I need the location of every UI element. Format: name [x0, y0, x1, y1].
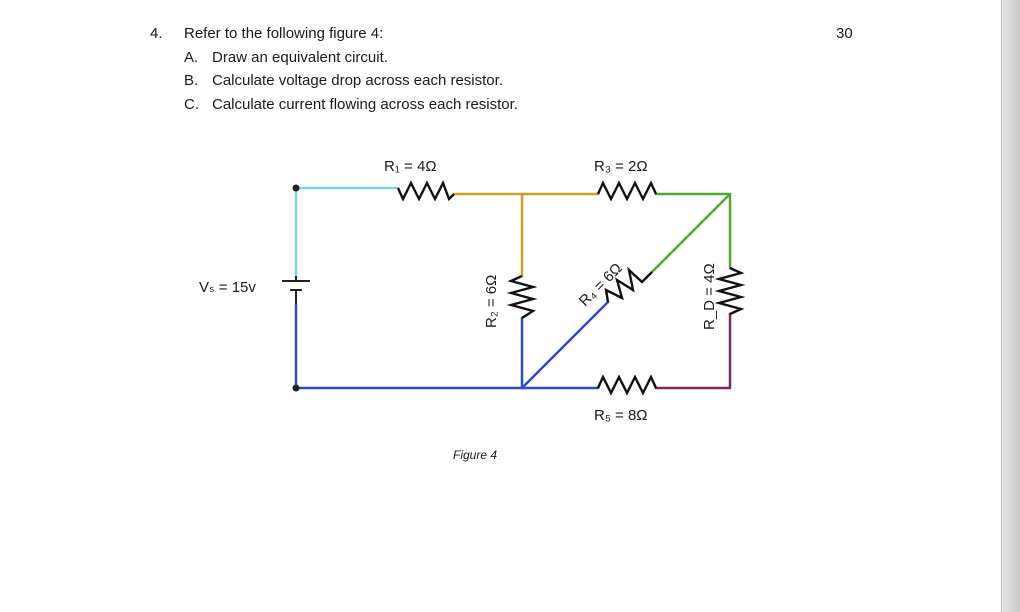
part-b: B. Calculate voltage drop across each re…: [150, 69, 518, 93]
part-a: A. Draw an equivalent circuit.: [150, 46, 518, 70]
resistor-r4: [604, 266, 653, 303]
resistor-r1: [396, 180, 455, 202]
question-number: 4.: [150, 25, 163, 42]
label-r3: R₃ = 2Ω: [594, 158, 648, 175]
part-b-letter: B.: [184, 72, 199, 89]
question-line: 4. Refer to the following figure 4:: [150, 22, 518, 46]
resistor-r2: [506, 274, 538, 320]
part-c-text: Calculate current flowing across each re…: [212, 95, 518, 113]
part-b-text: Calculate voltage drop across each resis…: [212, 72, 503, 89]
terminal-top: [292, 184, 300, 192]
label-r2: R₂ = 6Ω: [483, 275, 500, 328]
page-edge: [1001, 0, 1020, 612]
wire-diagonal-lower: [520, 300, 610, 390]
part-a-letter: A.: [184, 48, 199, 66]
wire-diagonal-upper: [650, 192, 732, 274]
wire-bottom-right: [654, 312, 732, 390]
label-r5: R₅ = 8Ω: [594, 407, 648, 424]
part-c: C. Calculate current flowing across each…: [150, 93, 518, 117]
resistor-r5: [596, 374, 658, 396]
part-a-text: Draw an equivalent circuit.: [212, 48, 388, 66]
points-value: 30: [836, 25, 853, 42]
resistor-rd: [714, 266, 746, 316]
question-prompt: Refer to the following figure 4:: [184, 25, 384, 42]
terminal-bottom: [292, 384, 300, 392]
figure-caption: Figure 4: [453, 448, 497, 462]
label-r1: R₁ = 4Ω: [384, 158, 437, 175]
label-rd: R_D = 4Ω: [701, 263, 718, 330]
battery-symbol: [282, 276, 310, 304]
part-c-letter: C.: [184, 95, 199, 113]
resistor-r3: [596, 180, 658, 202]
label-vs: Vₛ = 15v: [199, 279, 256, 296]
question-block: 4. Refer to the following figure 4: A. D…: [150, 22, 518, 116]
